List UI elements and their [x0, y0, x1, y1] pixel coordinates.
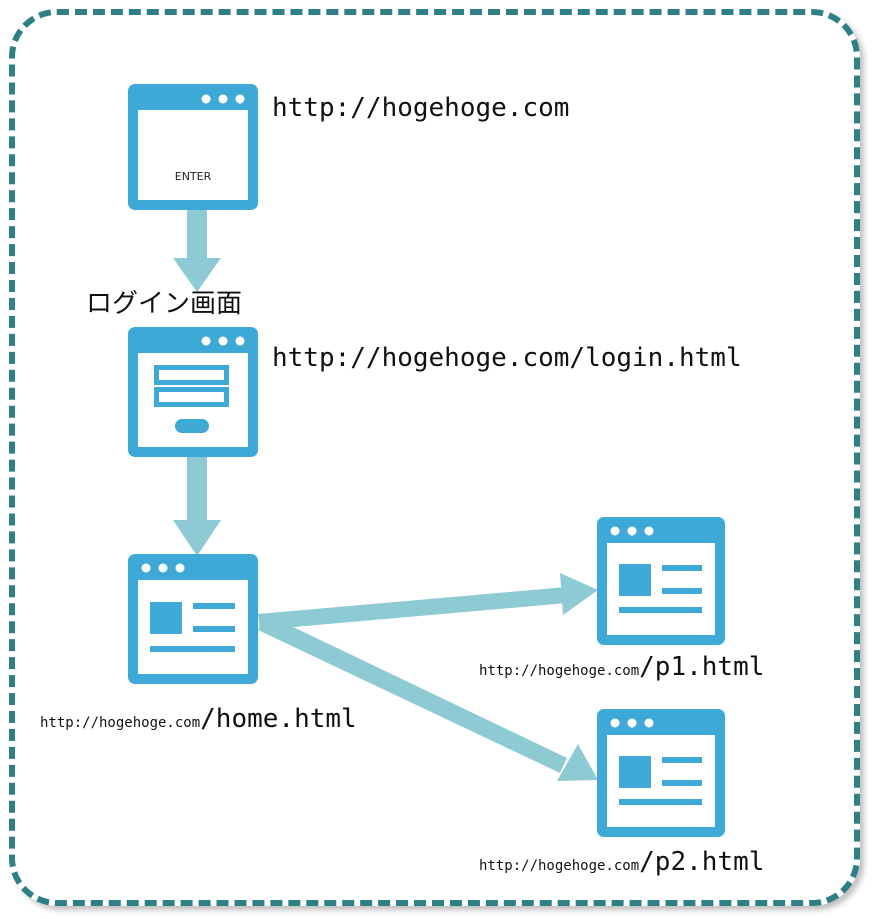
- login-window-icon: [128, 327, 258, 457]
- entry-url-label: http://hogehoge.com: [272, 93, 570, 123]
- home-url-prefix: http://hogehoge.com: [40, 715, 201, 731]
- arrow-home-to-p1: [258, 573, 598, 630]
- p2-url-prefix: http://hogehoge.com: [479, 858, 640, 874]
- p1-url-path: /p1.html: [639, 652, 765, 682]
- home-url-label: http://hogehoge.com/home.html: [40, 706, 357, 732]
- dashed-frame: [9, 9, 860, 906]
- entry-window-icon: [128, 84, 258, 210]
- entry-button-label[interactable]: ENTER: [174, 170, 212, 183]
- p2-url-path: /p2.html: [639, 847, 765, 877]
- arrow-login-to-home: [173, 455, 221, 556]
- arrow-entry-to-login: [173, 210, 221, 292]
- login-screen-title: ログイン画面: [86, 289, 243, 319]
- p1-window-icon: [597, 517, 725, 645]
- p2-url-label: http://hogehoge.com/p2.html: [479, 849, 764, 875]
- p2-window-icon: [597, 709, 725, 837]
- arrow-home-to-p2: [258, 614, 598, 781]
- home-url-path: /home.html: [200, 704, 357, 734]
- p1-url-label: http://hogehoge.com/p1.html: [479, 654, 764, 680]
- p1-url-prefix: http://hogehoge.com: [479, 663, 640, 679]
- home-window-icon: [128, 554, 258, 684]
- login-url-label: http://hogehoge.com/login.html: [272, 343, 742, 373]
